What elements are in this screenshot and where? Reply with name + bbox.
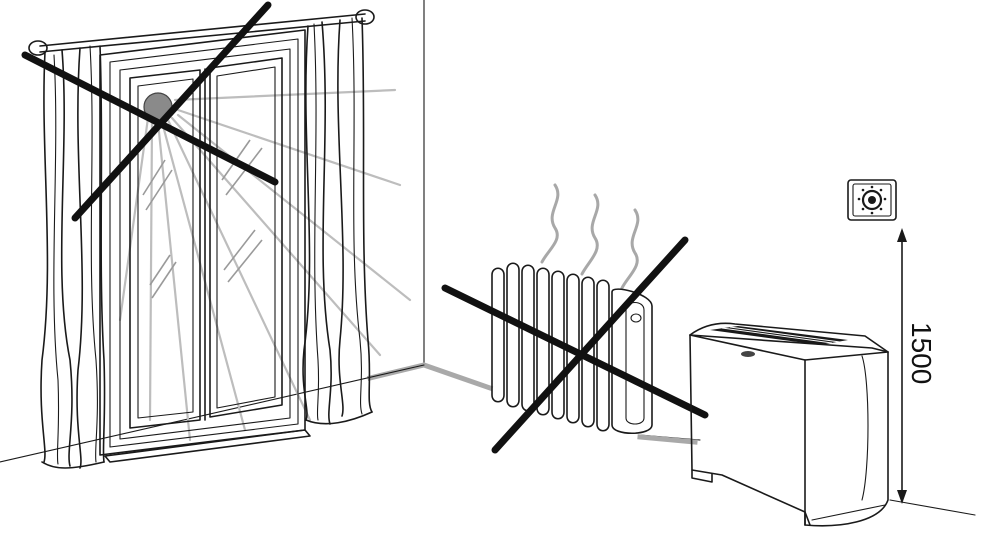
- radiator: [491, 262, 653, 435]
- brand-logo: [741, 351, 755, 357]
- dimension-arrow-up-icon: [897, 228, 907, 242]
- dimension-label: 1500: [906, 322, 937, 384]
- radiator-forbidden-cross: [441, 236, 709, 454]
- window-forbidden-cross: [21, 1, 279, 222]
- curtain-rod-finial-left: [28, 40, 48, 56]
- thermostat: [847, 179, 897, 221]
- curtain-rod-finial-right: [355, 9, 375, 25]
- glass-glare: [142, 139, 263, 299]
- radiator-valve: [630, 313, 642, 323]
- curtain-right: [302, 17, 373, 425]
- curtain-left: [40, 45, 106, 469]
- room-corner: [0, 0, 976, 516]
- window-with-curtains: [28, 9, 375, 469]
- height-dimension: 1500: [897, 228, 937, 504]
- dimension-arrow-down-icon: [897, 490, 907, 504]
- fan-coil-unit: [689, 322, 889, 527]
- heat-waves: [540, 183, 640, 290]
- window-frame: [99, 29, 311, 463]
